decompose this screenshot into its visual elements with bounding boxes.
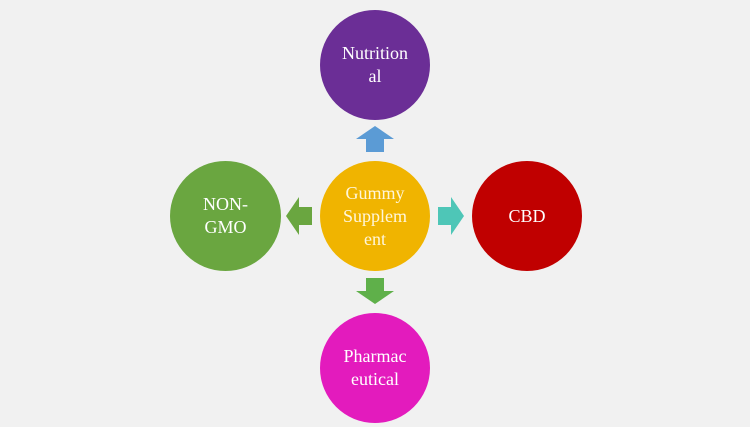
node-gummy-supplement: Gummy Supplem ent (320, 161, 430, 271)
node-non-gmo: NON- GMO (170, 161, 281, 271)
node-non-gmo-line-1: NON- (203, 194, 248, 214)
node-nutritional-line-1: Nutrition (342, 43, 408, 63)
arrow-left-icon (286, 197, 312, 235)
node-cbd: CBD (472, 161, 582, 271)
node-nutritional-line-2: al (368, 66, 382, 86)
node-pharmaceutical: Pharmac eutical (320, 313, 430, 423)
node-gummy-supplement-line-3: ent (363, 228, 386, 249)
node-nutritional: Nutrition al (320, 10, 430, 120)
node-gummy-supplement-line-2: Supplem (342, 205, 407, 226)
node-gummy-supplement-line-1: Gummy (345, 182, 405, 203)
node-cbd-line-1: CBD (508, 205, 546, 226)
arrow-right-icon (438, 197, 464, 235)
arrow-down-icon (356, 278, 394, 304)
node-non-gmo-line-2: GMO (204, 217, 247, 237)
node-pharmaceutical-line-2: eutical (351, 369, 399, 389)
node-pharmaceutical-line-1: Pharmac (343, 346, 407, 366)
arrow-up-icon (356, 126, 394, 152)
